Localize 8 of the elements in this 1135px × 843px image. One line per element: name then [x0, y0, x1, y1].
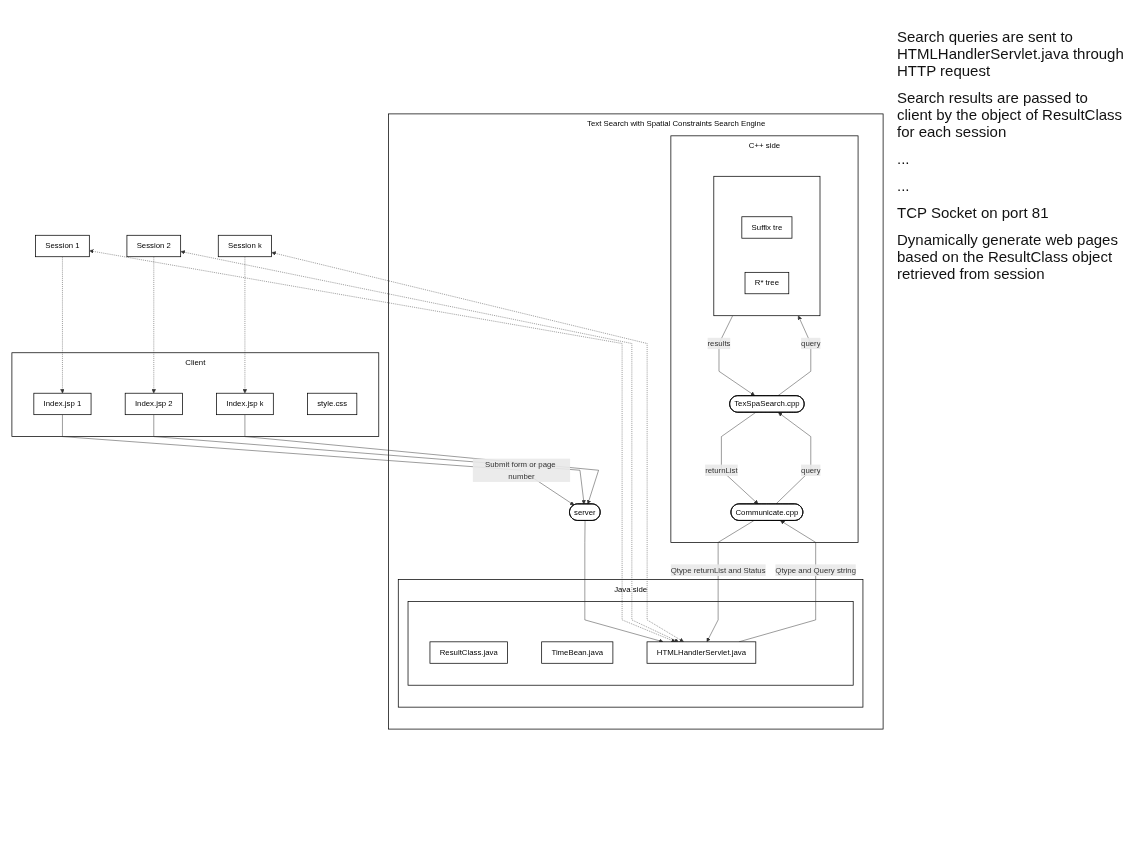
cluster [713, 175, 821, 317]
note-text: Search results are passed to client by the object of ResultClass for each session [897, 89, 1124, 140]
note-text: ... [897, 177, 911, 194]
cluster [407, 601, 854, 686]
note-text: ... [897, 150, 911, 167]
note-text: Dynamically generate web pages based on the ResultClass object retrieved from session [897, 231, 1119, 282]
note-text: TCP Socket on port 81 [897, 204, 1050, 221]
note-text: Search queries are sent to HTMLHandlerServlet.java through HTTP request [897, 28, 1125, 79]
